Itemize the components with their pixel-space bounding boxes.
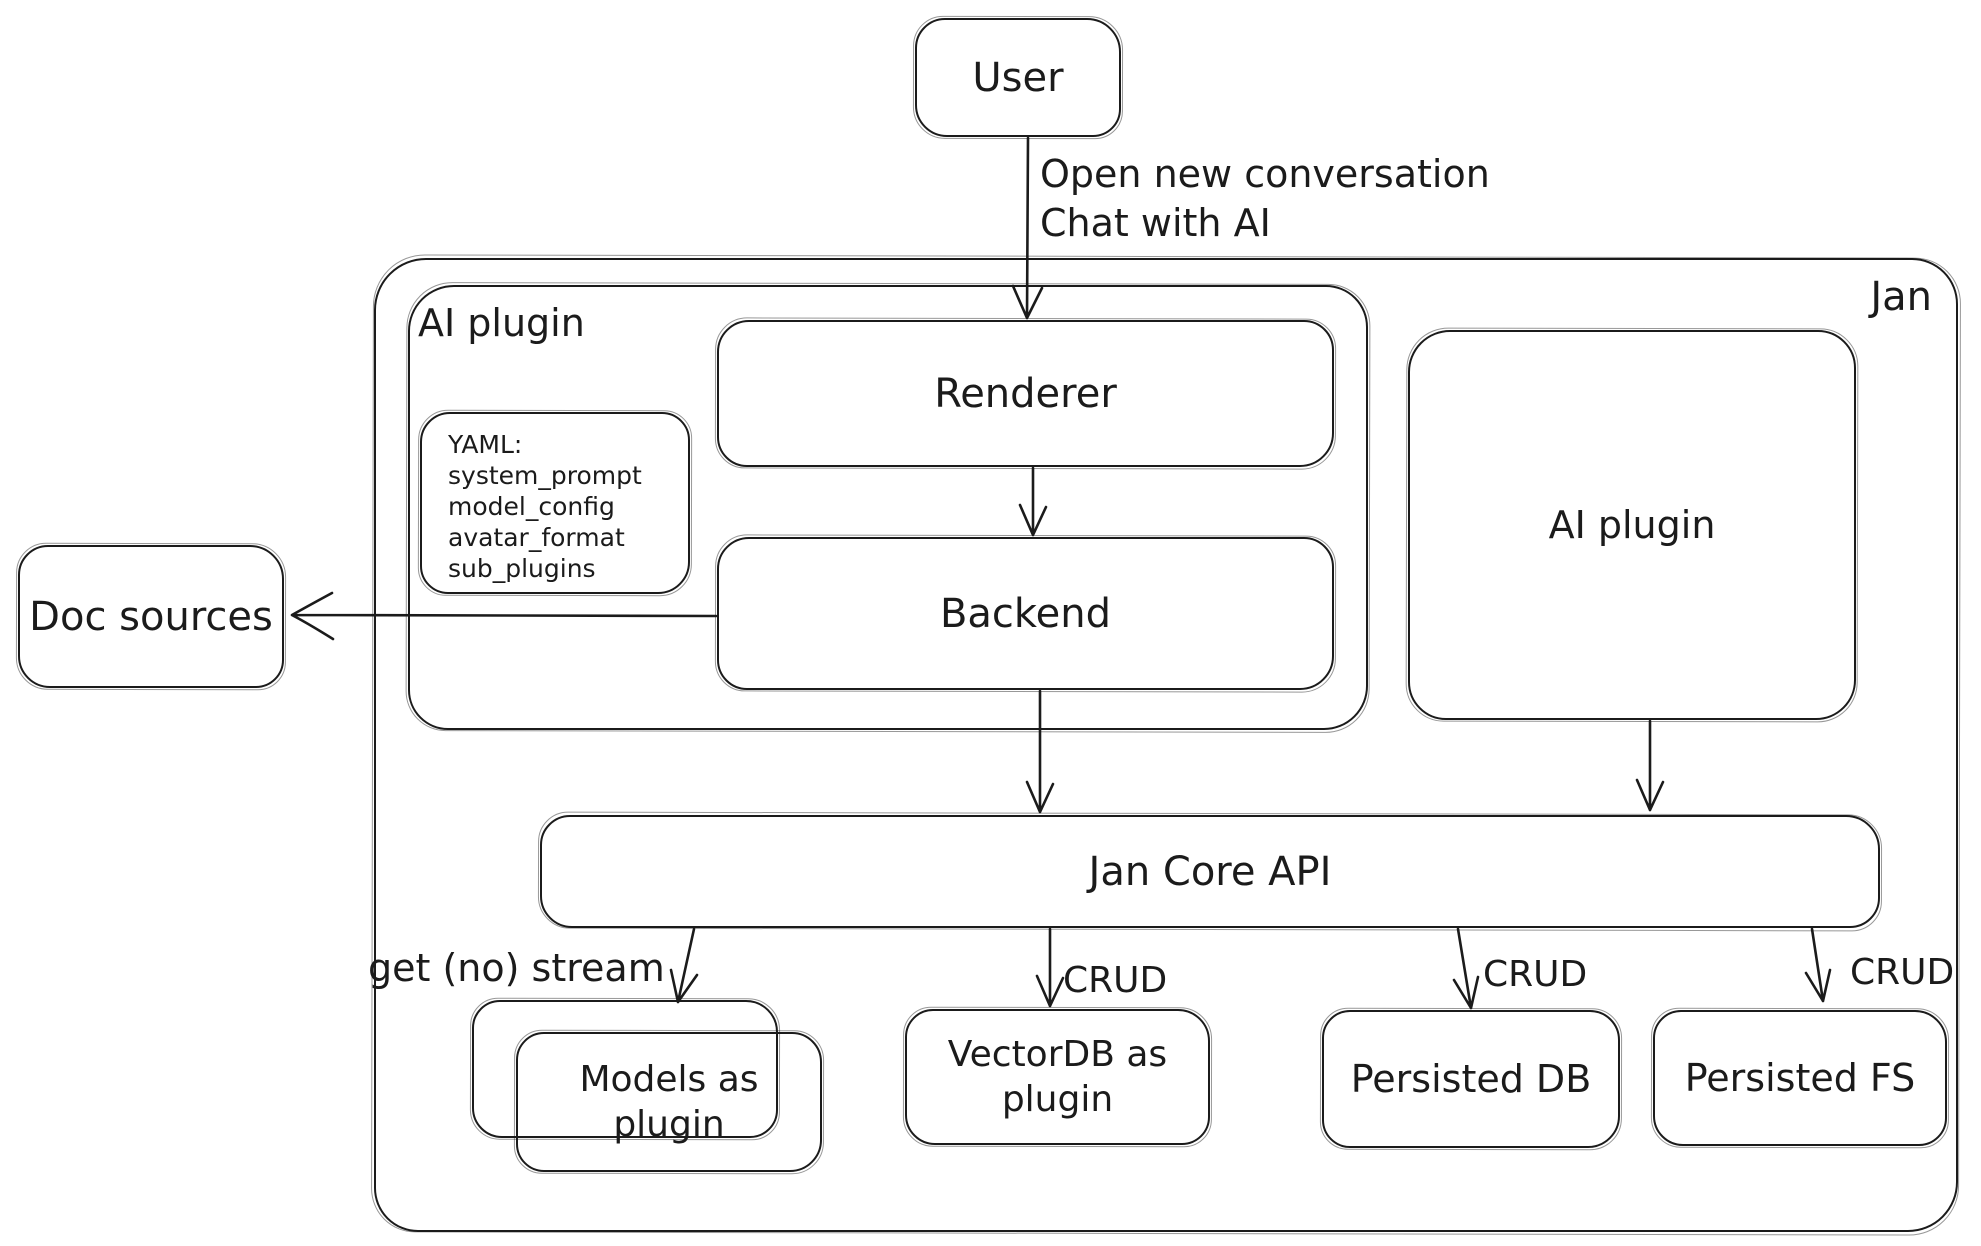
- node-models-as-plugin: Models as plugin: [516, 1032, 822, 1172]
- yaml-line: sub_plugins: [448, 554, 596, 583]
- container-ai-plugin: AI plugin: [408, 285, 1368, 730]
- node-doc-sources-label: Doc sources: [29, 593, 273, 640]
- node-renderer: Renderer: [717, 320, 1334, 467]
- edge-label-line: Chat with AI: [1040, 201, 1271, 245]
- node-persisted-db-label: Persisted DB: [1350, 1057, 1592, 1101]
- node-jan-core-api: Jan Core API: [540, 815, 1880, 928]
- node-backend: Backend: [717, 537, 1334, 690]
- container-jan: Jan: [374, 258, 1958, 1232]
- yaml-line: YAML:: [448, 430, 523, 459]
- node-ai-plugin-right: AI plugin: [1408, 330, 1856, 720]
- yaml-line: avatar_format: [448, 523, 625, 552]
- node-user: User: [915, 18, 1121, 137]
- node-vectordb-as-plugin-label: VectorDB as plugin: [947, 1034, 1168, 1120]
- node-persisted-db: Persisted DB: [1322, 1010, 1620, 1148]
- node-models-as-plugin-label: Models as plugin: [579, 1059, 759, 1145]
- edge-label-crud-persisted-db: CRUD: [1483, 954, 1588, 995]
- yaml-line: system_prompt: [448, 461, 642, 490]
- node-vectordb-as-plugin: VectorDB as plugin: [905, 1009, 1210, 1145]
- edge-label-user-to-renderer: Open new conversation Chat with AI: [1040, 150, 1490, 248]
- note-yaml: YAML: system_prompt model_config avatar_…: [420, 412, 690, 594]
- edge-label-line: Open new conversation: [1040, 152, 1490, 196]
- container-ai-plugin-label: AI plugin: [418, 301, 585, 345]
- yaml-line: model_config: [448, 492, 615, 521]
- container-jan-label: Jan: [1870, 274, 1932, 320]
- node-renderer-label: Renderer: [934, 370, 1117, 417]
- node-backend-label: Backend: [939, 590, 1112, 637]
- node-persisted-fs-label: Persisted FS: [1684, 1056, 1916, 1100]
- edge-label-get-no-stream: get (no) stream: [368, 946, 665, 990]
- node-doc-sources: Doc sources: [18, 545, 284, 688]
- edge-label-crud-vectordb: CRUD: [1063, 960, 1168, 1001]
- node-ai-plugin-right-label: AI plugin: [1548, 503, 1716, 547]
- node-persisted-fs: Persisted FS: [1653, 1010, 1947, 1146]
- node-jan-core-api-label: Jan Core API: [1088, 848, 1332, 895]
- edge-label-crud-persisted-fs: CRUD: [1850, 952, 1955, 993]
- node-user-label: User: [972, 54, 1064, 101]
